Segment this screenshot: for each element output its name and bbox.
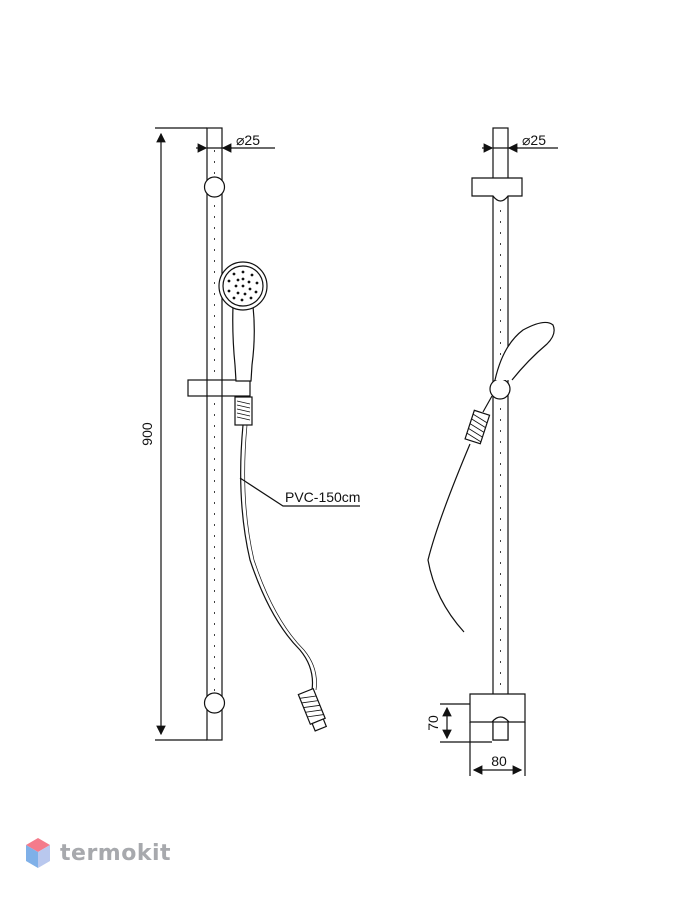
front-top-mount (203, 176, 226, 198)
hose-label: PVC-150cm (285, 489, 360, 505)
side-slider-knob (489, 378, 511, 400)
side-hose-connector (464, 409, 491, 445)
side-shower-head (494, 321, 555, 381)
front-shower-head (218, 261, 268, 311)
side-bottom-bracket (469, 693, 526, 741)
front-rail (206, 127, 223, 741)
cube-logo-icon (26, 838, 50, 868)
front-slider (187, 379, 251, 397)
height-label: 900 (139, 422, 155, 446)
side-hose (427, 443, 471, 633)
front-hose-end (297, 687, 328, 732)
side-rail (492, 127, 509, 741)
bracket-width-label: 80 (491, 753, 507, 769)
front-view (155, 127, 360, 741)
front-hose (240, 424, 314, 691)
side-top-bracket (471, 177, 523, 202)
front-bottom-mount (203, 692, 226, 714)
side-diameter-label: ⌀25 (522, 132, 546, 148)
front-diameter-label: ⌀25 (236, 132, 260, 148)
front-hose-connector (234, 396, 253, 426)
brand-name: termokit (60, 840, 172, 866)
front-shower-handle (232, 305, 255, 382)
side-view (427, 127, 558, 776)
brand-logo: termokit (24, 836, 171, 870)
bracket-height-label: 70 (425, 715, 441, 731)
hose-leader-line (239, 477, 360, 507)
